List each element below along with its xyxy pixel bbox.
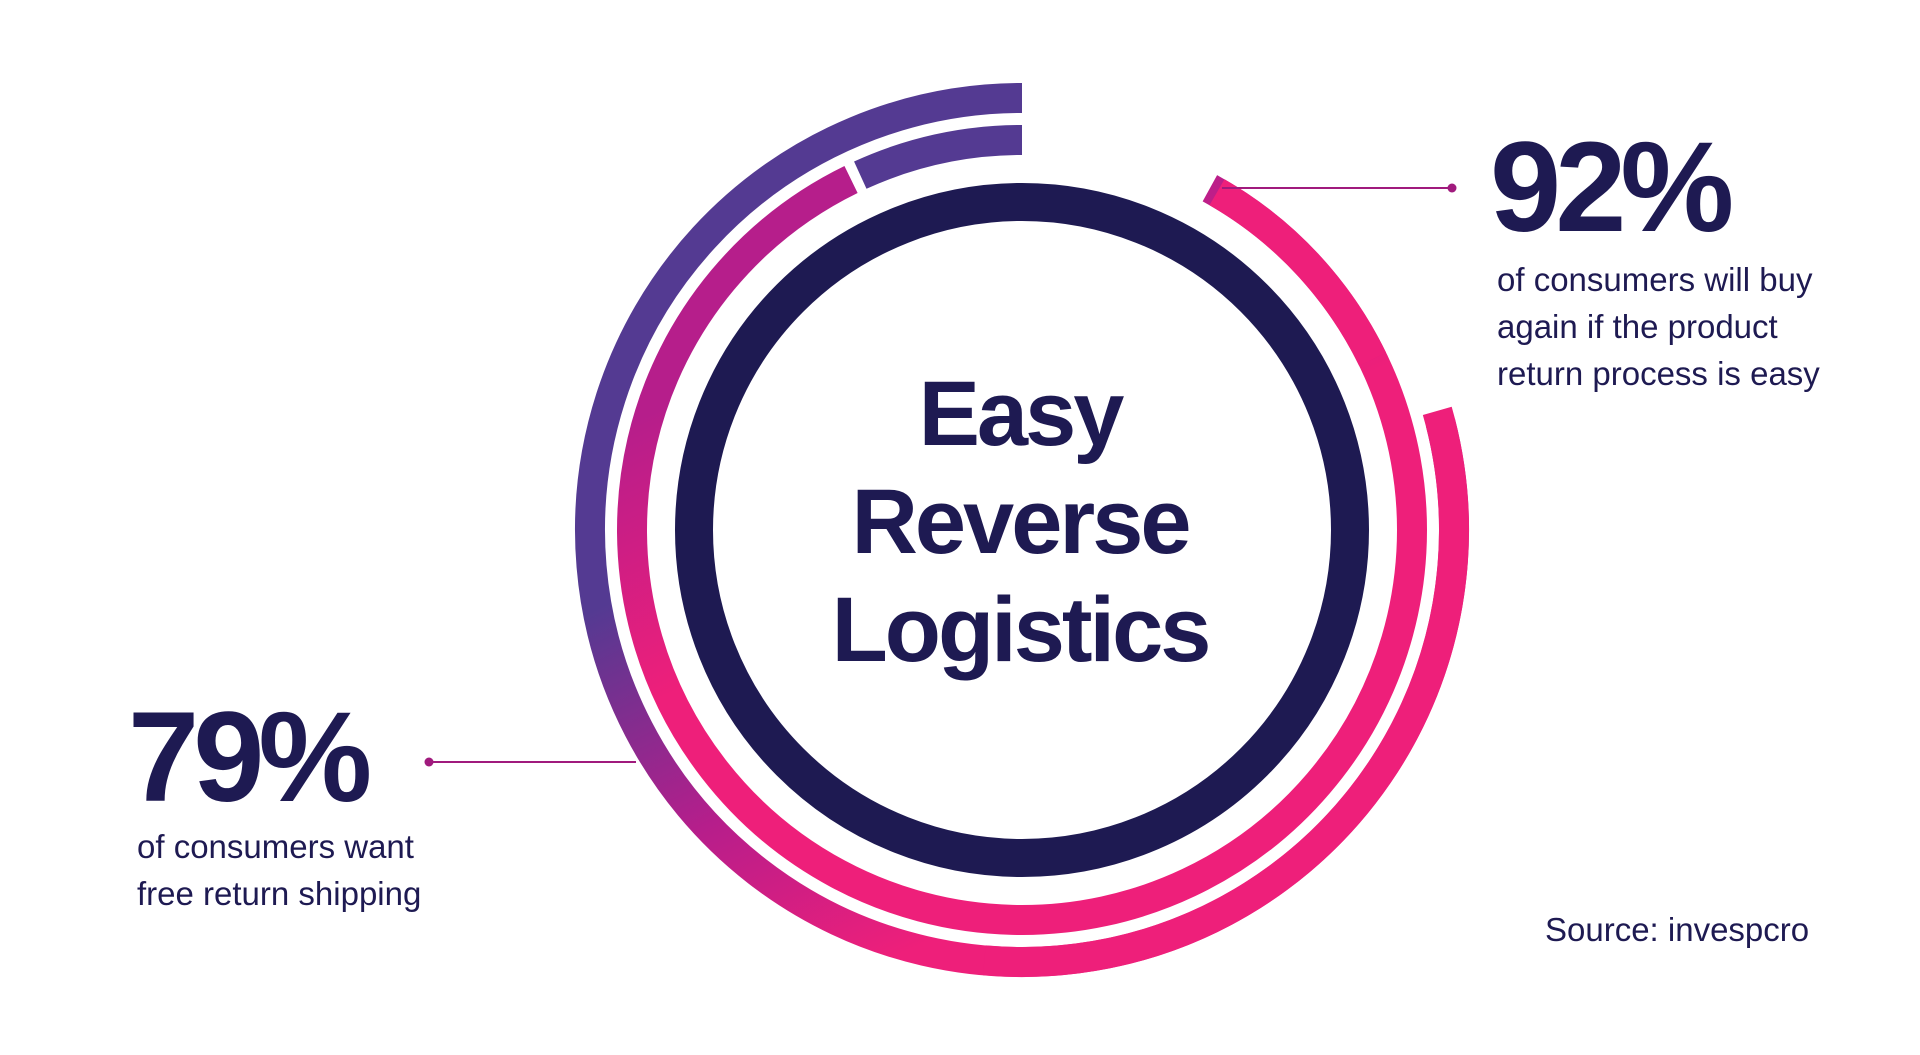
stat-description-92-line-1: of consumers will buy bbox=[1497, 261, 1813, 298]
center-title-line-3: Logistics bbox=[831, 579, 1212, 681]
stat-description-92-line-3: return process is easy bbox=[1497, 355, 1820, 392]
center-ring bbox=[675, 183, 1369, 877]
stat-description-79-line-1: of consumers want bbox=[137, 828, 414, 865]
stat-description-79: of consumers want free return shipping bbox=[137, 823, 421, 917]
stat-description-79-line-2: free return shipping bbox=[137, 875, 422, 912]
arc-92-percent-main bbox=[617, 166, 1427, 935]
center-title-line-1: Easy bbox=[918, 363, 1125, 465]
stat-value-79: 79% bbox=[128, 686, 372, 829]
arc-92-percent-upper bbox=[854, 125, 1023, 189]
source-note: Source: invespcro bbox=[1545, 911, 1810, 948]
center-title-line-2: Reverse bbox=[851, 471, 1191, 573]
stat-value-92: 92% bbox=[1490, 116, 1734, 259]
arc-accent-outer-right bbox=[983, 406, 1470, 977]
arc-accent-right bbox=[1209, 179, 1387, 366]
center-title: Easy Reverse Logistics bbox=[760, 360, 1280, 684]
stat-description-92: of consumers will buy again if the produ… bbox=[1497, 256, 1820, 397]
leader-dot-79 bbox=[424, 757, 434, 767]
stat-description-92-line-2: again if the product bbox=[1497, 308, 1778, 345]
leader-dot-92 bbox=[1447, 183, 1457, 193]
